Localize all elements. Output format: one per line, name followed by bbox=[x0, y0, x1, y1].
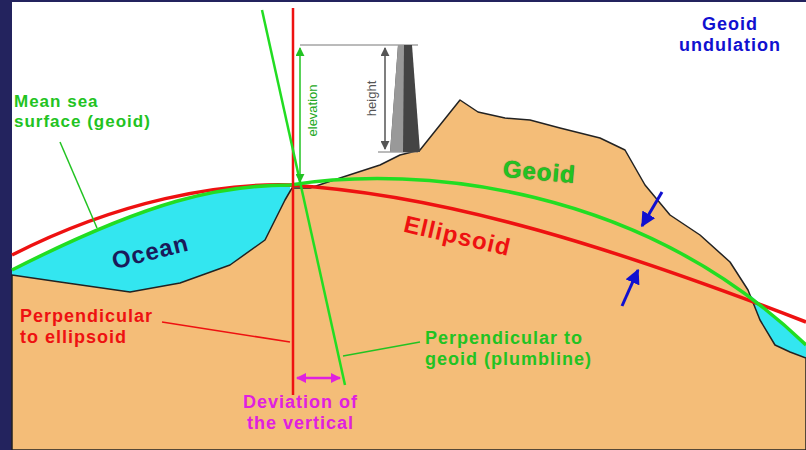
geoid-label: Geoid bbox=[502, 155, 577, 189]
terrain bbox=[12, 100, 806, 450]
leader-line bbox=[343, 342, 420, 356]
background bbox=[12, 2, 806, 450]
ellipsoid-normal bbox=[292, 8, 295, 395]
height-label: height bbox=[366, 80, 381, 115]
tower-shade bbox=[390, 45, 404, 152]
deviation-arrow bbox=[297, 377, 340, 380]
undulation-arrow bbox=[622, 270, 638, 306]
ellipsoid-label: Ellipsoid bbox=[402, 210, 514, 261]
plumbline bbox=[262, 10, 345, 385]
elevation-arrow bbox=[299, 48, 301, 182]
deviation-caption: Deviation of the vertical bbox=[228, 392, 373, 433]
leader-line bbox=[60, 142, 97, 228]
plumbline-caption: Perpendicular to geoid (plumbline) bbox=[425, 328, 625, 369]
ellipsoid-curve bbox=[12, 185, 806, 322]
undulation-caption: Geoid undulation bbox=[662, 14, 798, 55]
normal-caption: Perpendicular to ellipsoid bbox=[20, 306, 170, 347]
geoid-caption: Mean sea surface (geoid) bbox=[14, 92, 159, 131]
height-arrow bbox=[384, 48, 386, 149]
ocean-label: Ocean bbox=[109, 229, 192, 275]
elevation-label: elevation bbox=[306, 84, 321, 136]
leader-line bbox=[162, 322, 290, 342]
undulation-arrow bbox=[642, 192, 662, 226]
tower bbox=[390, 45, 420, 152]
